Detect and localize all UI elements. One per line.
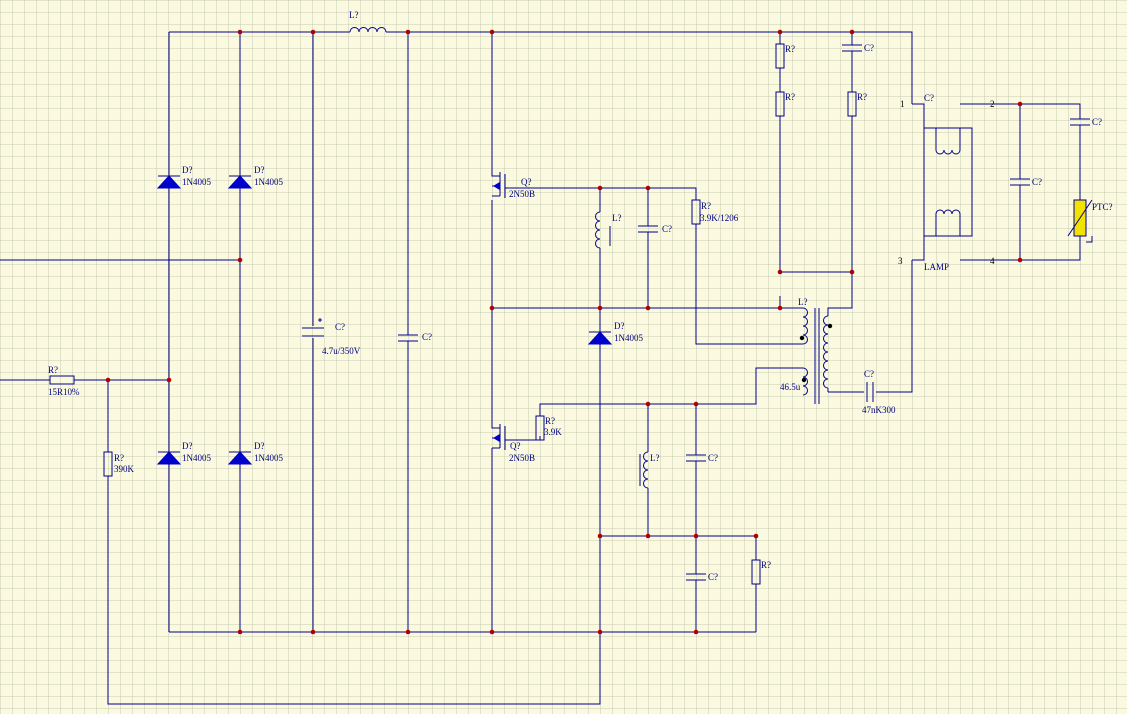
capacitor-ptc[interactable]: C? [1070,117,1102,127]
svg-text:R?: R? [701,201,711,211]
inductor-gate-2[interactable]: L? [639,451,660,489]
svg-text:R?: R? [785,44,795,54]
svg-text:C?: C? [864,369,874,379]
svg-text:LAMP: LAMP [924,262,949,272]
diode-bridge-1[interactable]: D? 1N4005 [156,165,211,189]
svg-text:D?: D? [182,441,193,451]
mosfet-q1[interactable]: Q? 2N50B [491,168,535,199]
diode-bridge-3[interactable]: D? 1N4005 [156,441,211,465]
svg-text:C?: C? [662,224,672,234]
resistor-input[interactable]: R? 15R10% [48,365,80,397]
capacitor-series[interactable]: C? 47nK300 [862,369,896,415]
svg-text:2: 2 [990,99,995,109]
resistor-top-2[interactable]: R? [775,91,795,117]
svg-text:L?: L? [349,10,359,20]
svg-text:1N4005: 1N4005 [182,453,211,463]
svg-text:C?: C? [864,43,874,53]
svg-text:R?: R? [48,365,58,375]
svg-text:C?: C? [924,93,934,103]
svg-text:L?: L? [650,453,660,463]
svg-text:D?: D? [182,165,193,175]
resistor-gate-1[interactable]: R? 3.9K/1206 [691,199,739,225]
svg-text:3.9K: 3.9K [544,427,562,437]
resistor-top-1[interactable]: R? [775,43,795,69]
svg-text:C?: C? [708,453,718,463]
transformer-t1[interactable]: L? 46.5u [780,297,833,404]
resistor-gate-2[interactable]: R? 3.9K [535,415,562,441]
svg-text:1: 1 [900,99,905,109]
resistor-low[interactable]: R? [751,559,771,585]
diode-bridge-2[interactable]: D? 1N4005 [227,165,283,189]
svg-text:L?: L? [612,213,622,223]
svg-text:2N50B: 2N50B [509,453,535,463]
svg-text:1N4005: 1N4005 [614,333,643,343]
ptc-thermistor[interactable]: PTC? [1067,199,1113,243]
svg-text:D?: D? [254,165,265,175]
diode-bridge-4[interactable]: D? 1N4005 [227,441,283,465]
capacitor-top[interactable]: C? [842,43,874,53]
svg-text:3.9K/1206: 3.9K/1206 [700,213,739,223]
capacitor-bus[interactable]: C? [398,332,432,342]
inductor-gate-1[interactable]: L? [595,211,622,249]
svg-text:1N4005: 1N4005 [182,177,211,187]
svg-text:C?: C? [422,332,432,342]
diode-d5[interactable]: D? 1N4005 [587,321,643,345]
svg-text:Q?: Q? [521,177,532,187]
svg-text:R?: R? [545,416,555,426]
resistor-top-3[interactable]: R? [847,91,867,117]
svg-text:L?: L? [798,297,808,307]
svg-text:4: 4 [990,256,995,266]
svg-text:1N4005: 1N4005 [254,177,283,187]
svg-text:R?: R? [785,92,795,102]
svg-text:R?: R? [761,560,771,570]
capacitor-gate-1[interactable]: C? [638,224,672,234]
svg-text:C?: C? [335,322,345,332]
svg-text:PTC?: PTC? [1092,202,1113,212]
mosfet-q2[interactable]: Q? 2N50B [491,416,535,463]
svg-text:C?: C? [1032,177,1042,187]
junctions [105,29,1023,635]
svg-text:2N50B: 2N50B [509,189,535,199]
svg-text:47nK300: 47nK300 [862,405,896,415]
svg-text:D?: D? [614,321,625,331]
svg-text:Q?: Q? [510,441,521,451]
svg-text:390K: 390K [114,464,135,474]
svg-text:R?: R? [857,92,867,102]
svg-text:C?: C? [708,572,718,582]
svg-text:3: 3 [898,256,903,266]
capacitor-gate-2[interactable]: C? [686,453,718,463]
svg-text:4.7u/350V: 4.7u/350V [322,346,361,356]
capacitor-electrolytic[interactable]: C? 4.7u/350V [302,318,361,356]
capacitor-parallel[interactable]: C? [1010,177,1042,187]
svg-text:C?: C? [1092,117,1102,127]
resistor-390k[interactable]: R? 390K [103,451,135,477]
svg-text:15R10%: 15R10% [48,387,80,397]
svg-text:R?: R? [114,453,124,463]
inductor-input[interactable]: L? [349,10,387,33]
capacitor-low[interactable]: C? [686,572,718,582]
svg-text:1N4005: 1N4005 [254,453,283,463]
lamp[interactable]: C? LAMP 1 2 3 4 [898,93,995,272]
svg-text:46.5u: 46.5u [780,382,801,392]
wires [0,31,1081,705]
svg-text:D?: D? [254,441,265,451]
